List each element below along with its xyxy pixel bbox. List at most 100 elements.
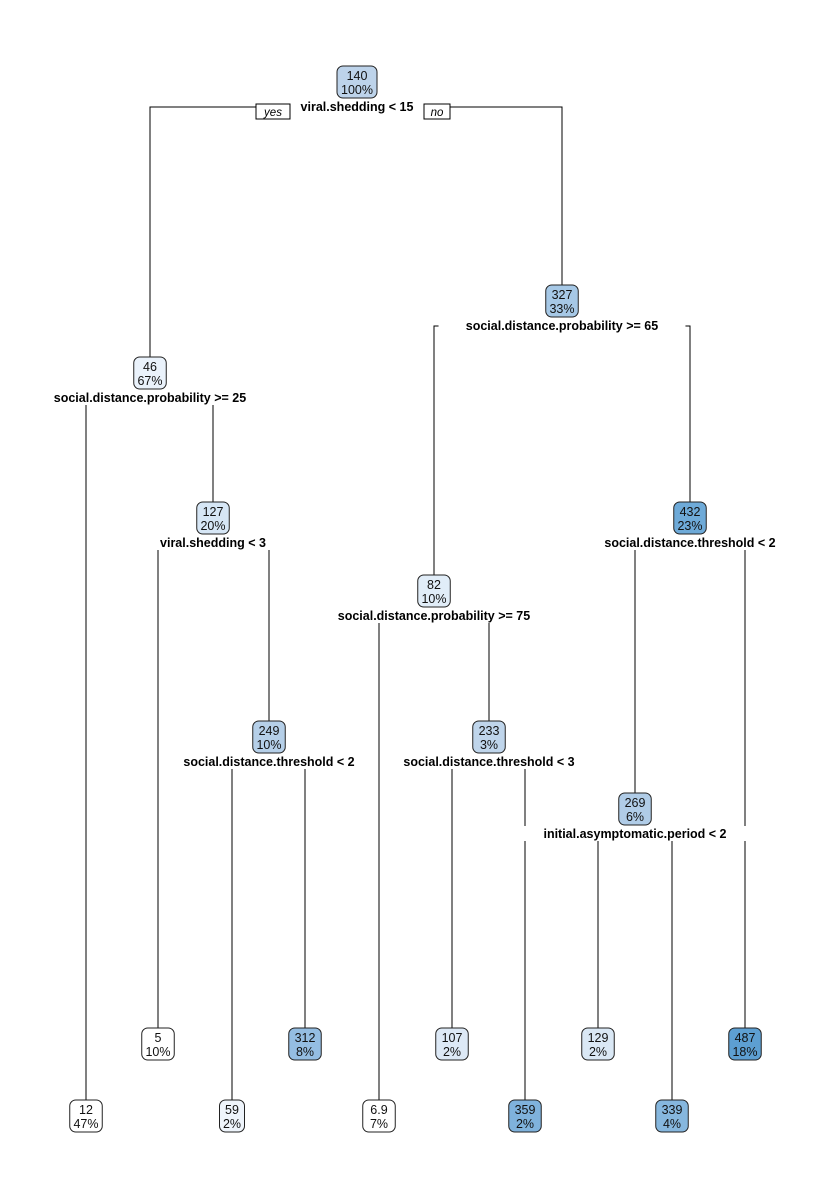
edge-n7-n13 [690,542,746,1028]
node-value: 129 [588,1031,609,1045]
split-label: social.distance.threshold < 3 [403,755,574,769]
node-box [673,501,707,535]
node-percent: 67% [137,374,162,388]
split-label-backing [581,535,799,550]
node-percent: 2% [443,1045,461,1059]
node-box [618,792,652,826]
node-percent: 8% [296,1045,314,1059]
node-box [133,356,167,390]
edge-n9-n14 [231,761,269,1100]
node-value: 432 [680,505,701,519]
node-box [288,1027,322,1061]
node-value: 312 [295,1031,316,1045]
node-value: 82 [427,578,441,592]
node-percent: 4% [663,1117,681,1131]
split-label: social.distance.probability >= 25 [54,391,246,405]
node-value: 339 [662,1103,683,1117]
node-box [362,1099,396,1133]
node-box [196,501,230,535]
node-value: 12 [79,1103,93,1117]
node-box [219,1099,245,1133]
edge-n9-n15 [269,761,306,1028]
split-label-backing [284,99,430,114]
edge-n12-n18 [597,833,635,1028]
edge-n11-n16 [451,761,489,1028]
node-percent: 10% [145,1045,170,1059]
split-label-backing [144,535,282,550]
edge-n1-n2 [149,106,357,357]
node-value: 233 [479,724,500,738]
split-label: social.distance.threshold < 2 [604,536,775,550]
edge-n7-n12 [634,542,690,793]
split-label: viral.shedding < 3 [160,536,266,550]
node-box [252,720,286,754]
node-value: 140 [347,69,368,83]
split-label-backing [438,318,686,333]
yes-no-labels: yes no [255,103,451,120]
node-box [545,284,579,318]
split-label: social.distance.probability >= 65 [466,319,658,333]
split-label: viral.shedding < 15 [301,100,414,114]
edge-n11-n17 [489,761,526,1100]
no-label-box [423,103,451,120]
edge-n2-n4 [85,397,150,1100]
split-label-backing [160,754,378,769]
edge-n6-n11 [434,615,490,721]
edge-n1-n3 [357,106,563,285]
edge-n6-n10 [378,615,434,1100]
node-percent: 2% [223,1117,241,1131]
node-box [69,1099,103,1133]
edge-n2-n5 [150,397,214,502]
node-value: 249 [259,724,280,738]
node-value: 487 [735,1031,756,1045]
node-box [141,1027,175,1061]
node-box [417,574,451,608]
node-value: 127 [203,505,224,519]
node-percent: 2% [589,1045,607,1059]
edge-n5-n8 [157,542,213,1028]
split-label: social.distance.threshold < 2 [183,755,354,769]
split-label-backing [310,608,558,623]
split-label: social.distance.probability >= 75 [338,609,530,623]
node-percent: 7% [370,1117,388,1131]
node-value: 5 [155,1031,162,1045]
node-percent: 20% [200,519,225,533]
split-label-backing [380,754,598,769]
node-box [472,720,506,754]
tree-node: 6.97% [362,1099,396,1133]
node-box [435,1027,469,1061]
no-label: no [431,107,444,119]
node-box [336,65,378,99]
yes-label: yes [263,107,282,119]
tree-edges [85,106,746,1100]
node-percent: 3% [480,738,498,752]
node-percent: 47% [73,1117,98,1131]
node-percent: 100% [341,83,373,97]
edge-n12-n19 [635,833,673,1100]
edge-n3-n7 [562,325,691,502]
split-label-backing [26,390,274,405]
node-percent: 2% [516,1117,534,1131]
tree-node: 592% [219,1099,245,1133]
edge-n5-n9 [213,542,270,721]
node-value: 59 [225,1103,239,1117]
node-box [655,1099,689,1133]
node-box [581,1027,615,1061]
tree-node: 510% [141,1027,175,1061]
